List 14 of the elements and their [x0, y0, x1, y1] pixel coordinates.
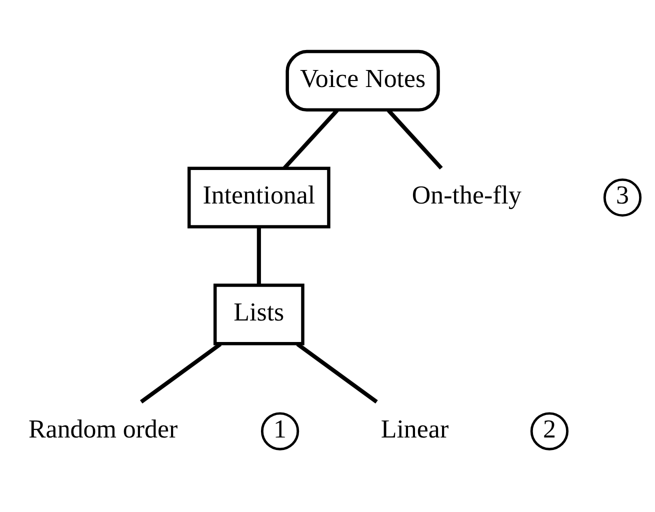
- node-circle: 3: [603, 178, 642, 217]
- node-circle: 1: [260, 412, 300, 450]
- connector: [296, 342, 378, 404]
- node-text: On-the-fly: [412, 180, 522, 210]
- connector: [282, 109, 339, 170]
- node-box: Lists: [213, 284, 304, 346]
- node-text: Random order: [28, 414, 178, 444]
- node-box: Intentional: [188, 166, 330, 228]
- connector: [140, 342, 222, 404]
- connector: [256, 227, 261, 286]
- node-box: Voice Notes: [286, 50, 440, 112]
- node-text: Linear: [380, 414, 449, 444]
- connector: [386, 109, 443, 170]
- node-circle: 2: [530, 412, 569, 450]
